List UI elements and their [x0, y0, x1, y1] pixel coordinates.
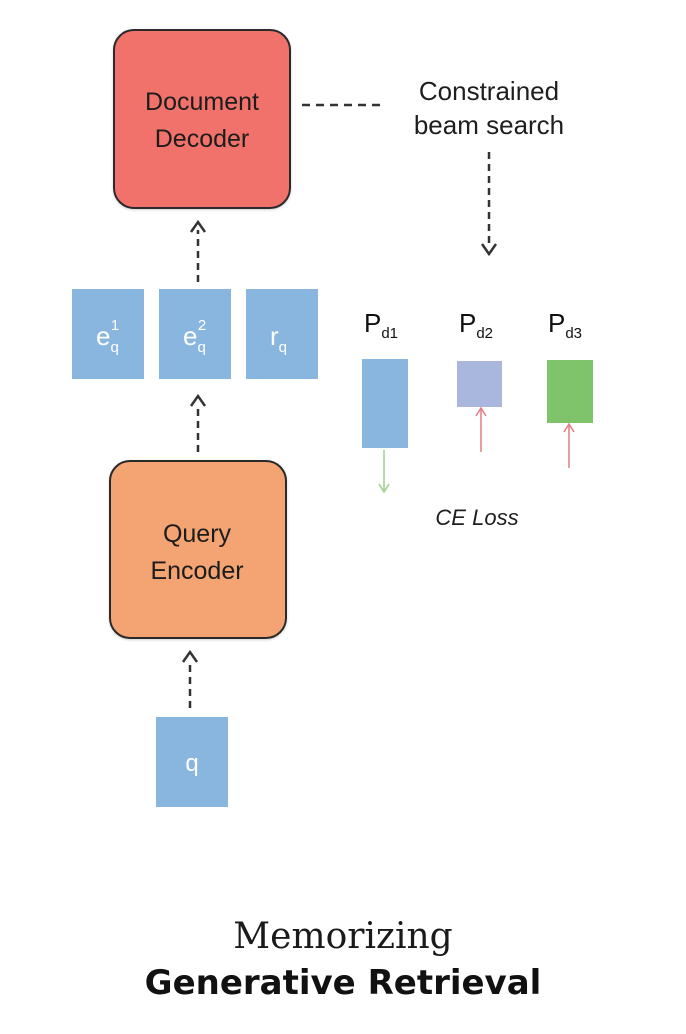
prob-d2-bar — [457, 361, 502, 407]
diagram-caption: Memorizing Generative Retrieval — [145, 916, 542, 1003]
prob-d2: Pd2 — [457, 308, 502, 452]
document-decoder-box — [113, 29, 291, 209]
prob-d1-label: Pd1 — [364, 308, 398, 342]
ce-loss-label: CE Loss — [435, 505, 518, 530]
prob-d3: Pd3 — [547, 308, 593, 468]
caption-line2: Generative Retrieval — [145, 963, 542, 1003]
prob-d3-label: Pd3 — [548, 308, 582, 342]
token-rq: rq — [246, 289, 318, 379]
token-eq2-box — [159, 289, 231, 379]
query-encoder-label-line2: Encoder — [150, 557, 243, 585]
query-encoder-node: Query Encoder — [109, 460, 287, 639]
token-eq2-label: eq2 — [183, 317, 206, 356]
token-eq1: eq1 — [72, 289, 144, 379]
dashed-up-arrow-icon — [181, 649, 199, 708]
constrained-beam-search-label-line2: beam search — [414, 110, 564, 140]
token-eq2: eq2 — [159, 289, 231, 379]
dashed-up-arrow-icon — [189, 219, 207, 282]
token-rq-box — [246, 289, 318, 379]
prob-d2-up-arrow-icon — [475, 406, 487, 452]
prob-d2-label: Pd2 — [459, 308, 493, 342]
prob-d3-bar — [547, 360, 593, 423]
prob-d1-down-arrow-icon — [378, 450, 390, 494]
document-decoder-label-line2: Decoder — [155, 125, 250, 153]
query-token-label: q — [185, 750, 198, 777]
caption-line1: Memorizing — [233, 916, 452, 957]
dashed-down-arrow-icon — [480, 152, 498, 257]
token-eq1-label: eq1 — [96, 317, 119, 356]
query-token-box — [156, 717, 228, 807]
prob-d3-up-arrow-icon — [563, 422, 575, 468]
prob-d1: Pd1 — [362, 308, 408, 494]
document-probabilities: Pd1 Pd2 Pd3 — [362, 308, 593, 530]
document-decoder-node: Document Decoder — [113, 29, 291, 209]
token-rq-label: rq — [270, 321, 287, 356]
query-token: q — [156, 717, 228, 807]
prob-d1-bar — [362, 359, 408, 448]
query-encoder-label-line1: Query — [163, 520, 232, 548]
document-decoder-label-line1: Document — [145, 88, 259, 116]
constrained-beam-search-label-line1: Constrained — [419, 76, 559, 106]
dashed-up-arrow-icon — [189, 393, 207, 452]
query-embedding-tokens: eq1 eq2 rq — [72, 289, 318, 379]
constrained-beam-search-annotation: Constrained beam search — [302, 76, 564, 257]
query-encoder-box — [109, 460, 287, 639]
token-eq1-box — [72, 289, 144, 379]
